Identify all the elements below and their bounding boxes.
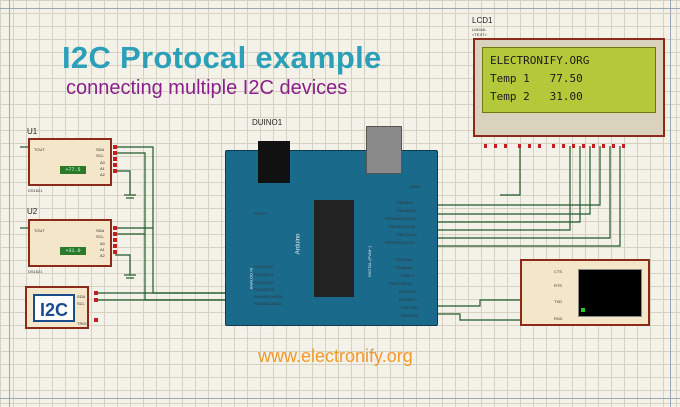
sheet-border-bottom: [0, 398, 680, 399]
wire-lcd-rs: [430, 146, 621, 247]
wire-rxd: [430, 299, 545, 307]
lcd-line-2: Temp 1 77.50: [490, 72, 583, 85]
terminal-screen: [578, 269, 642, 317]
terminal-pin-rxd: RXD: [554, 316, 563, 321]
wire-u2-gnd: [115, 254, 131, 275]
sensor-u1-pin-sda: SDA: [96, 147, 105, 152]
lcd-line-3: Temp 2 31.00: [490, 90, 583, 103]
i2c-debugger-label: I2C: [33, 294, 75, 322]
sensor-u2-pin-sda: SDA: [96, 228, 105, 233]
arduino-ref: DUINO1: [252, 118, 283, 127]
arduino-pin-pc0: PC0/ADC0: [254, 264, 274, 269]
wire-txd: [430, 313, 545, 321]
sensor-u1-pin-a1: A1: [100, 166, 105, 171]
arduino-pin-pd4: PD4/T0/XCK: [389, 281, 412, 286]
lcd-screen: ELECTRONIFY.ORG Temp 1 77.50 Temp 2 31.0…: [482, 47, 656, 113]
terminal-pin-cts: CTS: [554, 269, 562, 274]
sheet-border-right: [670, 0, 671, 407]
i2c-pin-scl: SCL: [77, 301, 85, 306]
sensor-u2[interactable]: TOUT SDA SCL A0 A1 A2 +31.0: [28, 219, 112, 267]
wire-u1-gnd: [115, 170, 131, 195]
arduino-pin-pb4: PB4/MISO: [397, 208, 416, 213]
arduino-pin-pb2: PB2/SS/OC1B: [389, 224, 416, 229]
lcd-ref: LCD1: [472, 16, 493, 25]
sensor-u1-part: DS1621: [28, 188, 43, 193]
arduino-digital-label: DIGITAL (PWM~): [367, 246, 372, 277]
lcd-sublabel: <TEXT>: [472, 32, 487, 37]
arduino-pin-pd0: PD0/RXD: [401, 313, 419, 318]
wire-u1-sda: [115, 146, 240, 294]
sensor-u2-pin-a2: A2: [100, 253, 105, 258]
arduino-pin-pd7: PD7/AIN1: [395, 257, 413, 262]
arduino-pin-pb1: PB1/OC1A: [397, 232, 417, 237]
arduino-pin-pd5: PD5/T1: [401, 273, 415, 278]
wire-lcd-d6: [430, 146, 591, 215]
arduino-reset-label: RESET: [254, 211, 268, 216]
sensor-u2-pin-scl: SCL: [96, 234, 104, 239]
arduino-pin-pc5: PC5/ADC5/SCL: [254, 301, 283, 306]
i2c-pin-trig: TRIG: [77, 321, 87, 326]
sensor-u1-pin-scl: SCL: [96, 153, 104, 158]
virtual-terminal[interactable]: RXD TXD RTS CTS: [520, 259, 650, 326]
terminal-pin-txd: TXD: [554, 299, 562, 304]
arduino-pin-pb5: PB5/SCK: [397, 200, 414, 205]
sensor-u2-display: +31.0: [60, 247, 86, 255]
lcd-line-1: ELECTRONIFY.ORG: [490, 54, 590, 67]
wire-lcd-d5: [430, 146, 581, 223]
sensor-u2-pin-a0: A0: [100, 241, 105, 246]
atmega-chip: [314, 200, 354, 297]
sensor-u1-pin-tout: TOUT: [34, 147, 45, 152]
sheet-border-left: [9, 0, 10, 407]
arduino-pin-pd2: PD2/INT0: [399, 297, 417, 302]
i2c-debugger[interactable]: I2C SDA SCL TRIG: [25, 286, 89, 329]
lcd-display[interactable]: ELECTRONIFY.ORG Temp 1 77.50 Temp 2 31.0…: [473, 38, 665, 137]
arduino-pin-pb0: PB0/ICP1/CLKO: [385, 240, 415, 245]
page-subtitle: connecting multiple I2C devices: [66, 77, 348, 99]
sensor-u1[interactable]: TOUT SDA SCL A0 A1 A2 +77.5: [28, 138, 112, 186]
wire-lcd-d4: [430, 146, 571, 231]
arduino-pin-pc3: PC3/ADC3: [254, 287, 274, 292]
terminal-pin-rts: RTS: [554, 283, 562, 288]
lcd-part: LM044L: [472, 27, 487, 32]
website-label: www.electronify.org: [258, 346, 413, 366]
arduino-pin-pd6: PD6/AIN0: [395, 265, 413, 270]
arduino-aref-label: AREF: [410, 184, 421, 189]
arduino-pin-pb3: PB3/MOSI/OC2A: [385, 216, 416, 221]
usb-connector: [366, 126, 402, 174]
sensor-u1-pin-a0: A0: [100, 160, 105, 165]
sensor-u2-ref: U2: [27, 207, 38, 216]
sensor-u2-part: DS1621: [28, 269, 43, 274]
sensor-u1-pin-a2: A2: [100, 172, 105, 177]
wire-lcd-d7: [430, 146, 601, 206]
sheet-border-top: [0, 8, 680, 9]
arduino-pin-pd1: PD1/TXD: [401, 305, 418, 310]
arduino-pin-pd3: PD3/INT1: [399, 289, 417, 294]
arduino-pin-pc1: PC1/ADC1: [254, 272, 274, 277]
terminal-cursor: [581, 308, 585, 312]
sensor-u2-pin-tout: TOUT: [34, 228, 45, 233]
arduino-brand: Arduino: [295, 233, 302, 255]
i2c-pin-sda: SDA: [77, 294, 86, 299]
sensor-u2-pin-a1: A1: [100, 247, 105, 252]
arduino-analog-label: ANALOG IN: [248, 267, 254, 290]
arduino-pin-pc2: PC2/ADC2: [254, 280, 274, 285]
wire-lcd-rw: [500, 146, 521, 196]
sensor-u1-display: +77.5: [60, 166, 86, 174]
power-jack: [258, 141, 290, 183]
wire-lcd-en: [430, 146, 611, 239]
arduino-pin-pc4: PC4/ADC4/SDA: [254, 294, 283, 299]
page-title: I2C Protocal example: [62, 40, 382, 75]
sensor-u1-ref: U1: [27, 127, 38, 136]
arduino-board-text: ARDUINO UNO R3: [246, 331, 281, 336]
